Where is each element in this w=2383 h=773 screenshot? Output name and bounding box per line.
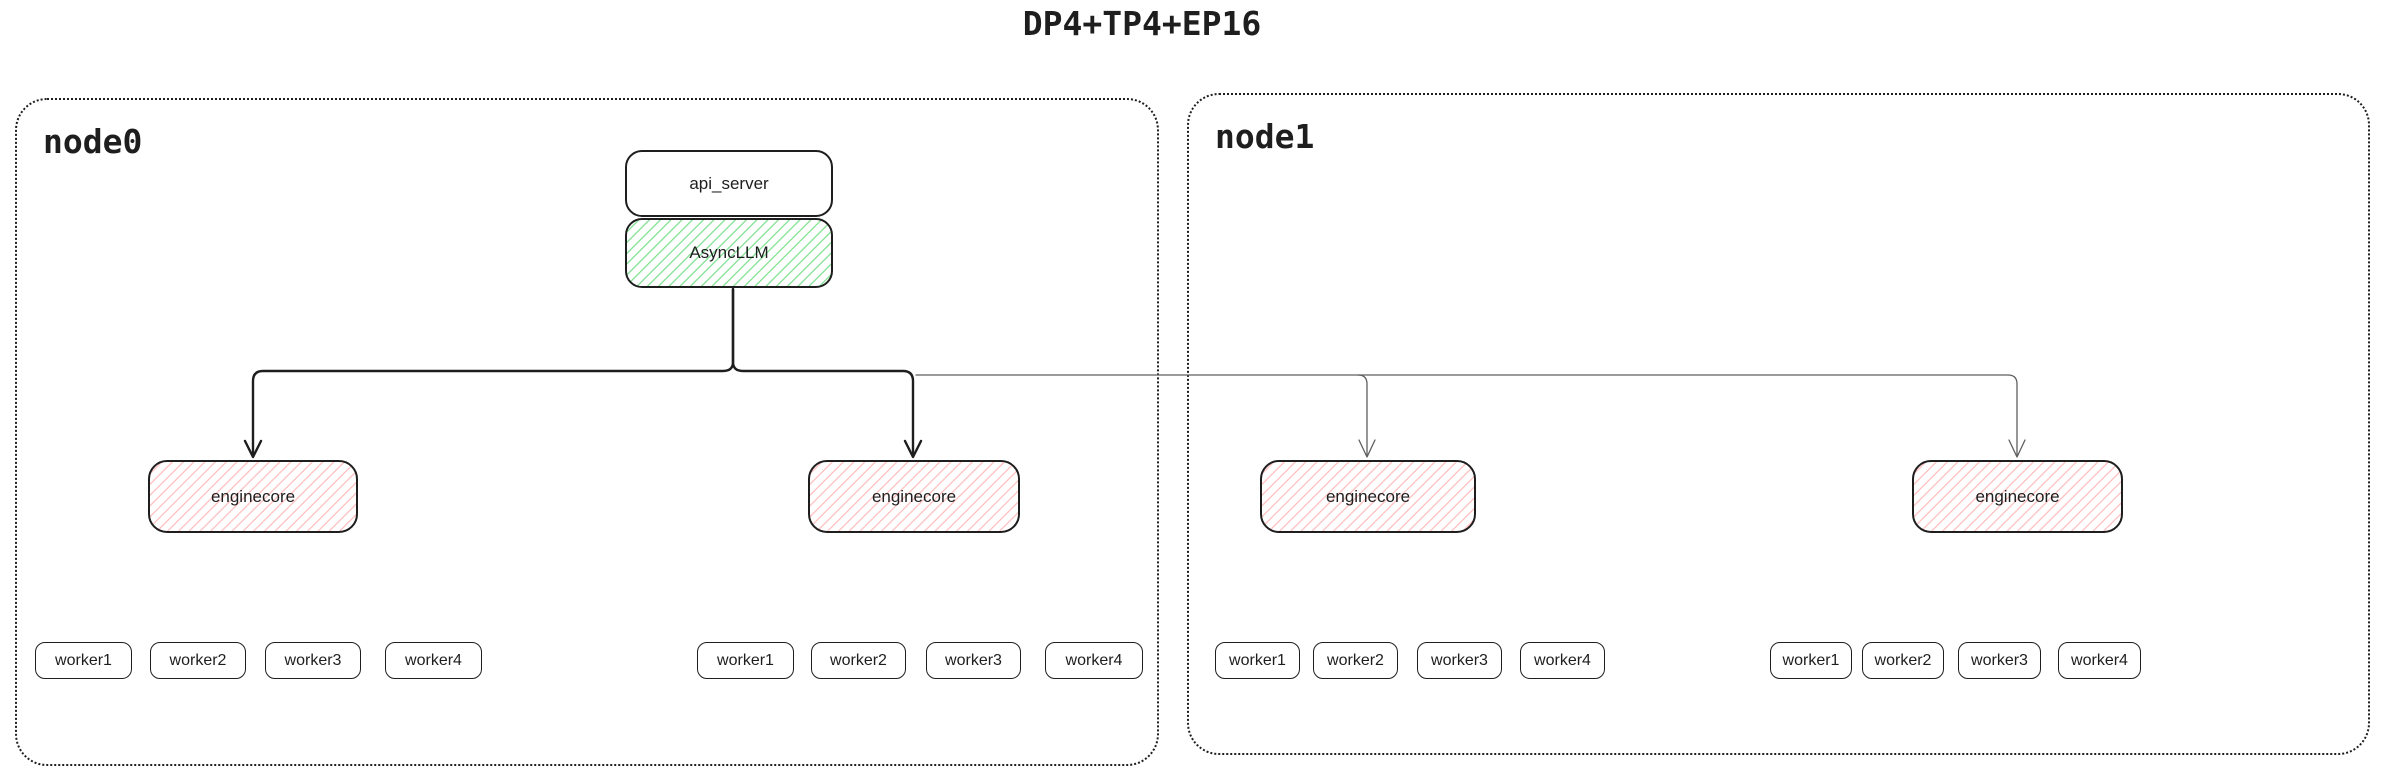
node0-group1-worker4: worker4 — [385, 642, 482, 679]
node1-group2-worker1: worker1 — [1770, 642, 1852, 679]
node1-group1-worker4: worker4 — [1520, 642, 1605, 679]
node0-group2-worker2: worker2 — [811, 642, 906, 679]
api-server-box: api_server — [625, 150, 833, 217]
node0-group1-worker1: worker1 — [35, 642, 132, 679]
node1-group1-worker1: worker1 — [1215, 642, 1300, 679]
node0-group2-worker3: worker3 — [926, 642, 1021, 679]
node0-group1-worker2: worker2 — [150, 642, 246, 679]
node1-group2-worker2: worker2 — [1862, 642, 1944, 679]
node1-group2-worker3: worker3 — [1958, 642, 2041, 679]
node1-group2-worker4: worker4 — [2058, 642, 2141, 679]
node1-label: node1 — [1215, 117, 1315, 156]
async-llm-box: AsyncLLM — [625, 218, 833, 288]
node1-enginecore-2: enginecore — [1912, 460, 2123, 533]
node0-group1-worker3: worker3 — [265, 642, 361, 679]
node1-group1-worker2: worker2 — [1313, 642, 1398, 679]
node0-enginecore-2: enginecore — [808, 460, 1020, 533]
node0-enginecore-1: enginecore — [148, 460, 358, 533]
node0-label: node0 — [43, 122, 143, 161]
node1-enginecore-1: enginecore — [1260, 460, 1476, 533]
node0-group2-worker4: worker4 — [1045, 642, 1143, 679]
diagram-title: DP4+TP4+EP16 — [1022, 4, 1262, 43]
node1-group1-worker3: worker3 — [1417, 642, 1502, 679]
node0-group2-worker1: worker1 — [697, 642, 794, 679]
